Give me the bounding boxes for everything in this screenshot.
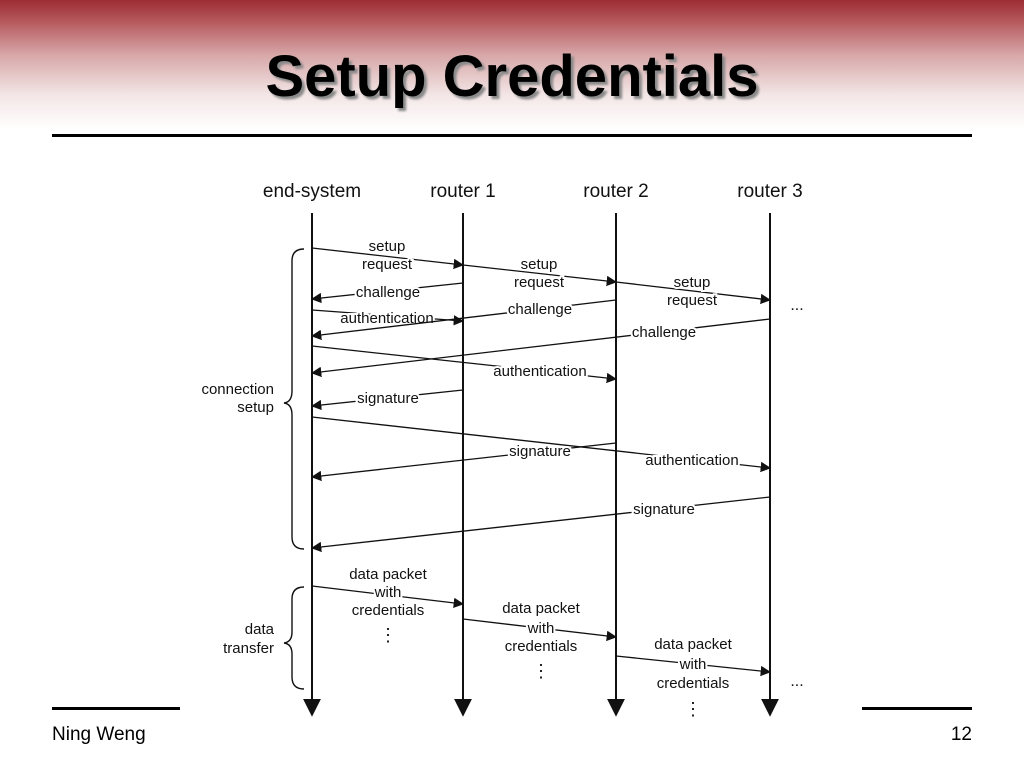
label-data-packet-1c: credentials xyxy=(352,602,425,619)
label-setup-request-1b: request xyxy=(362,256,413,273)
participant-end-system: end-system xyxy=(263,181,361,202)
msg-setup-request-es-r1 xyxy=(311,247,465,270)
group-label-connection: connection xyxy=(201,381,274,398)
label-authentication-3: authentication xyxy=(645,452,738,469)
msg-data-packet-r2-r3 xyxy=(615,655,772,677)
label-challenge-2: challenge xyxy=(508,301,572,318)
group-label-transfer: transfer xyxy=(223,640,274,657)
label-data-packet-1a: data packet xyxy=(349,566,427,583)
msg-challenge-r1-es xyxy=(310,282,464,304)
top-rule xyxy=(52,134,972,137)
msg-signature-r1-es xyxy=(310,389,464,411)
label-data-packet-2c: credentials xyxy=(505,638,578,655)
msg-authentication-es-r3 xyxy=(311,416,772,473)
label-signature-3: signature xyxy=(633,501,695,518)
msg-signature-r3-es xyxy=(310,496,771,553)
label-signature-2: signature xyxy=(509,443,571,460)
brace-data-transfer xyxy=(283,586,305,690)
label-signature-1: signature xyxy=(357,390,419,407)
msg-challenge-r2-es xyxy=(310,299,617,341)
label-setup-request-3b: request xyxy=(667,292,718,309)
msg-challenge-r3-es xyxy=(310,318,771,378)
msg-signature-r2-es xyxy=(310,442,617,482)
slide-title: Setup Credentials xyxy=(265,44,759,109)
label-challenge-1: challenge xyxy=(356,284,420,301)
label-data-packet-1b: with xyxy=(374,584,402,601)
label-setup-request-3a: setup xyxy=(674,274,711,291)
label-setup-request-2a: setup xyxy=(521,256,558,273)
label-challenge-3: challenge xyxy=(632,324,696,341)
label-data-packet-3b: with xyxy=(679,656,707,673)
label-data-packet-3a: data packet xyxy=(654,636,732,653)
group-label-data: data xyxy=(245,621,275,638)
page-number: 12 xyxy=(950,724,972,745)
participant-router-1: router 1 xyxy=(430,181,495,202)
msg-data-packet-es-r1 xyxy=(311,585,465,609)
continuation-1: ⋮ xyxy=(379,625,397,645)
continuation-3: ⋮ xyxy=(684,699,702,719)
continuation-2: ⋮ xyxy=(532,661,550,681)
label-data-packet-2b: with xyxy=(527,620,555,637)
participant-router-3: router 3 xyxy=(737,181,802,202)
msg-data-packet-r1-r2 xyxy=(462,618,618,642)
msg-authentication-es-r1 xyxy=(311,309,465,326)
label-setup-request-1a: setup xyxy=(369,238,406,255)
msg-authentication-es-r2 xyxy=(311,345,618,384)
label-authentication-1: authentication xyxy=(340,310,433,327)
msg-setup-request-r1-r2 xyxy=(462,264,618,287)
title-band xyxy=(0,0,1024,135)
ellipsis-data: ... xyxy=(790,673,803,690)
participant-router-2: router 2 xyxy=(583,181,648,202)
label-authentication-2: authentication xyxy=(493,363,586,380)
footer-author: Ning Weng xyxy=(52,724,146,745)
brace-connection-setup xyxy=(283,248,305,550)
ellipsis-setup: ... xyxy=(790,297,803,314)
label-data-packet-2a: data packet xyxy=(502,600,580,617)
group-label-setup: setup xyxy=(237,399,274,416)
label-data-packet-3c: credentials xyxy=(657,675,730,692)
msg-setup-request-r2-r3 xyxy=(615,281,772,305)
sequence-diagram: end-system router 1 router 2 router 3 co… xyxy=(180,137,862,723)
label-setup-request-2b: request xyxy=(514,274,565,291)
